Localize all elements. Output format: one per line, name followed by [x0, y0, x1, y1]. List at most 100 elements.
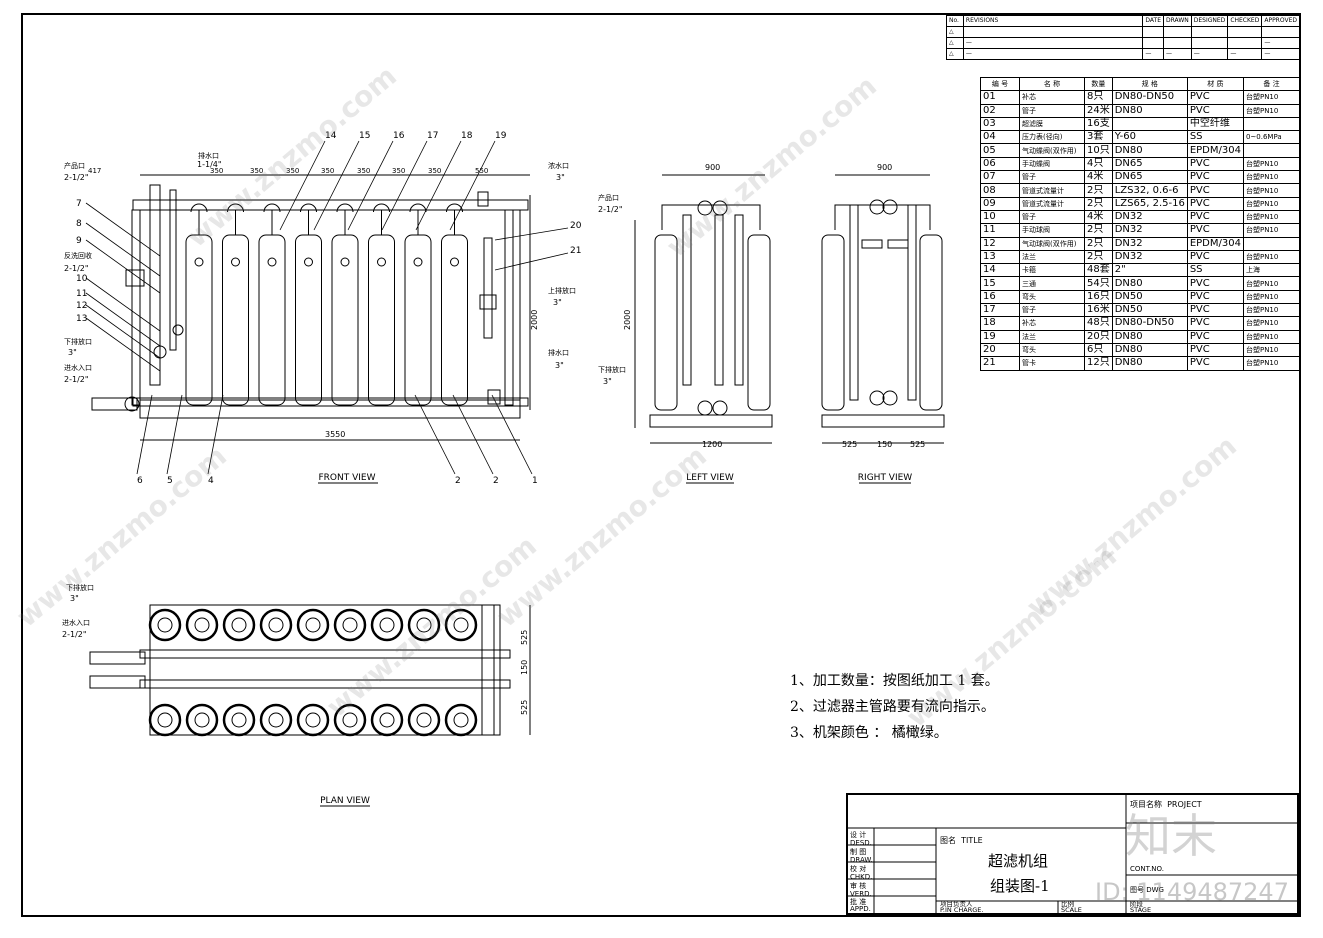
note-2: 2、过滤器主管路要有流向指示。	[790, 699, 995, 715]
filter-housing	[185, 703, 219, 737]
port-upper-wash: 上排放口	[548, 286, 576, 295]
port-outlet-size: 3"	[555, 361, 564, 370]
plan-view	[89, 604, 531, 737]
parts-cell: 4只	[1084, 156, 1113, 172]
parts-cell: 管子	[1019, 103, 1085, 118]
parts-cell: 台塑PN10	[1242, 303, 1301, 318]
callout-left: 11	[76, 289, 87, 299]
parts-cell: 管子	[1019, 170, 1085, 185]
parts-cell: PVC	[1186, 209, 1244, 225]
revision-cell: —	[1190, 48, 1229, 60]
port-inlet: 进水入口	[64, 363, 92, 372]
parts-cell: 压力表(径向)	[1019, 130, 1085, 145]
parts-cell: 台塑PN10	[1242, 276, 1301, 291]
parts-cell: 15	[980, 276, 1020, 291]
filter-housing	[407, 608, 441, 642]
leader-line	[85, 292, 161, 347]
plan-port2: 进水入口	[62, 618, 90, 627]
parts-cell: 20只	[1084, 329, 1113, 344]
membrane-port	[450, 257, 459, 267]
membrane-module	[331, 234, 359, 406]
parts-cell: 8只	[1084, 90, 1113, 105]
parts-cell: 11	[980, 223, 1020, 238]
right-dim-b2: 150	[877, 440, 892, 449]
leader-line	[279, 140, 326, 231]
contract-no-label: CONT.NO.	[1130, 865, 1164, 873]
dim-top: 350	[321, 167, 334, 175]
parts-header: 编 号	[980, 76, 1020, 92]
parts-cell: 10	[980, 209, 1020, 225]
port-conc: 浓水口	[548, 161, 569, 170]
callout-left: 8	[76, 219, 82, 229]
parts-cell: SS	[1186, 263, 1244, 278]
right-dim-b1: 525	[842, 440, 857, 449]
revision-cell: △	[946, 37, 964, 49]
callout-bottom: 5	[167, 476, 173, 486]
drawing-title-cn: 超滤机组	[988, 852, 1049, 870]
parts-cell: 16	[980, 289, 1020, 305]
filter-core	[231, 617, 247, 633]
port-lower-drain: 下排放口	[64, 337, 92, 346]
parts-cell: PVC	[1186, 90, 1244, 105]
parts-cell: 2只	[1084, 236, 1113, 251]
parts-cell: DN32	[1111, 236, 1188, 251]
filter-housing	[259, 703, 293, 737]
port-drain-top: 排水口	[198, 151, 219, 160]
callout-right: 21	[570, 246, 581, 256]
parts-cell: 08	[980, 183, 1020, 198]
parts-cell: SS	[1186, 130, 1244, 145]
parts-cell: 台塑PN10	[1242, 316, 1301, 331]
left-port1: 产品口	[598, 193, 619, 202]
parts-cell: 02	[980, 103, 1020, 118]
dim-top: 350	[428, 167, 441, 175]
parts-cell: 16只	[1084, 289, 1113, 305]
parts-cell: 4米	[1084, 209, 1113, 225]
filter-core	[453, 617, 469, 633]
filter-housing	[148, 608, 182, 642]
parts-cell: LZS65, 2.5-16	[1111, 196, 1188, 211]
plan-dim-2: 150	[520, 660, 529, 675]
callout-bottom: 2	[493, 476, 499, 486]
filter-core	[342, 617, 358, 633]
dim-top: 417	[88, 167, 101, 175]
leader-line	[85, 239, 161, 294]
leader-line	[494, 252, 569, 271]
callout-top: 18	[461, 131, 473, 141]
parts-cell: 12只	[1084, 356, 1113, 371]
filter-housing	[407, 703, 441, 737]
parts-cell: 07	[980, 170, 1020, 185]
dim-top: 350	[286, 167, 299, 175]
parts-cell: Y-60	[1111, 130, 1188, 145]
parts-cell: 管子	[1019, 209, 1085, 225]
parts-cell: 10只	[1084, 143, 1113, 158]
parts-cell: EPDM/304	[1186, 143, 1244, 158]
callout-top: 16	[393, 131, 405, 141]
parts-cell: 补芯	[1019, 316, 1085, 331]
parts-cell: 2"	[1111, 263, 1188, 278]
filter-housing	[148, 703, 182, 737]
left-dim-bottom: 1200	[702, 440, 722, 449]
parts-cell: DN32	[1111, 209, 1188, 225]
parts-cell: 超滤膜	[1019, 116, 1085, 132]
parts-cell: 台塑PN10	[1242, 103, 1301, 118]
callout-left: 9	[76, 236, 82, 246]
plan-port2-size: 2-1/2"	[62, 630, 87, 639]
revision-cell	[1261, 26, 1300, 38]
parts-cell: 台塑PN10	[1242, 156, 1301, 172]
parts-cell: 17	[980, 303, 1020, 318]
membrane-port	[413, 257, 423, 267]
filter-housing	[370, 608, 404, 642]
watermark-logo: 知末	[1125, 809, 1217, 863]
port-backwash-size: 2-1/2"	[64, 264, 89, 273]
rev-header: REVISIONS	[962, 15, 1144, 27]
parts-cell: 管道式流量计	[1019, 196, 1085, 211]
